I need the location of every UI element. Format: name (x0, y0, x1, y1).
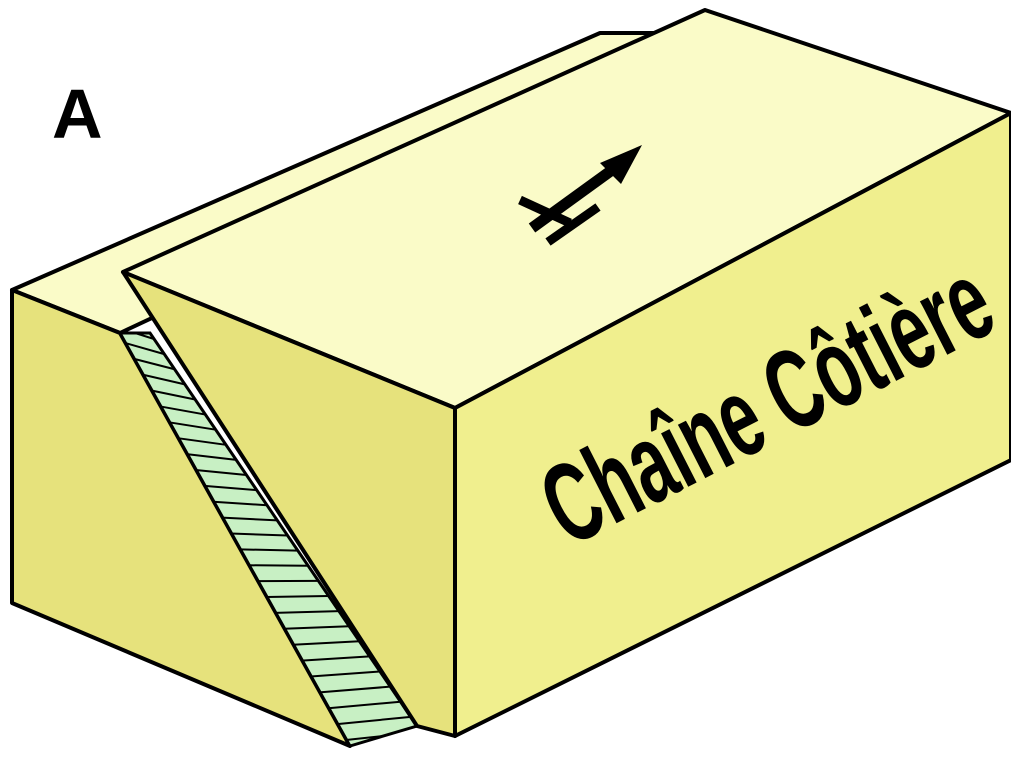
hatch-line (240, 549, 298, 550)
hatch-line (266, 596, 328, 597)
panel-label: A (52, 75, 103, 153)
